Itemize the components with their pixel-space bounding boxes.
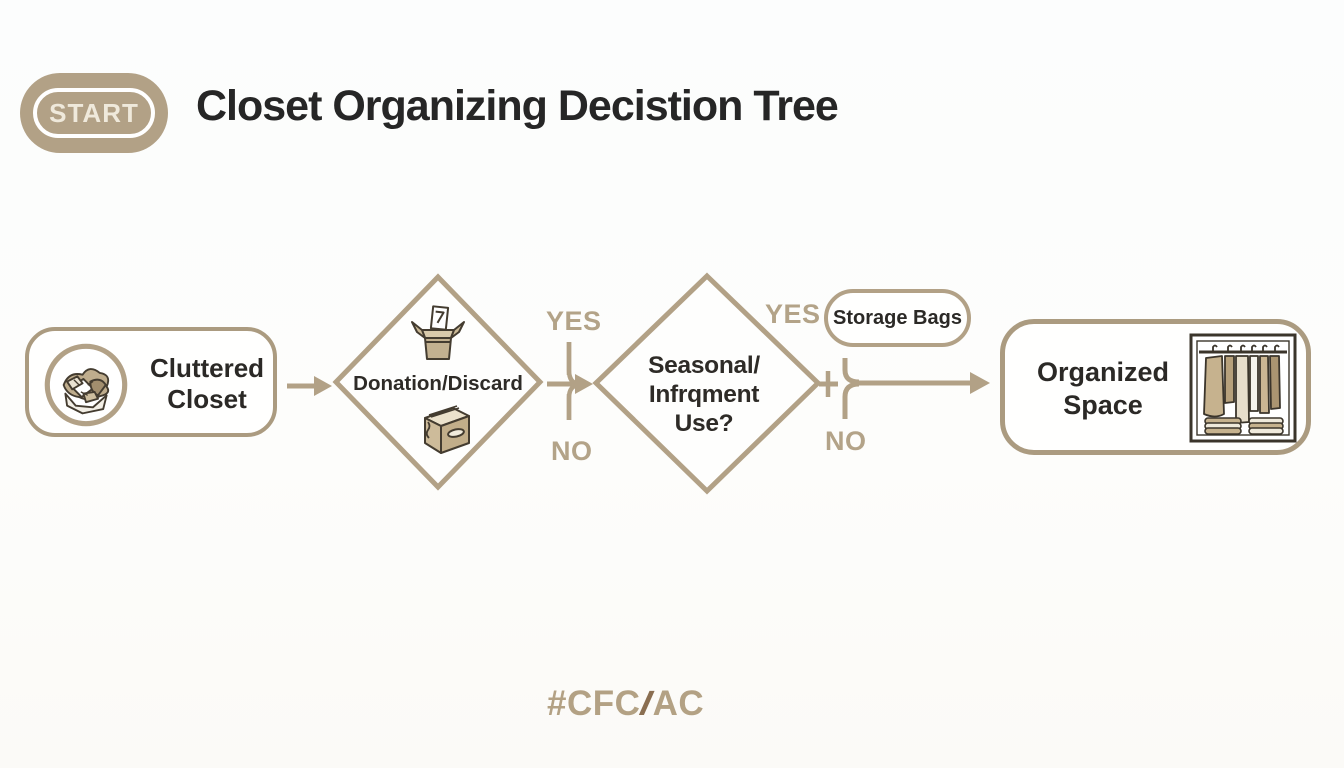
seasonal-label-line1: Seasonal/ [648, 352, 760, 379]
donation-diamond-label: Donation/Discard [353, 372, 523, 395]
cluttered-closet-label: Cluttered Closet [141, 353, 273, 415]
storage-bags-label: Storage Bags [833, 306, 962, 329]
seasonal-label-line3: Use? [674, 410, 734, 437]
hashtag-suffix: AC [652, 684, 705, 723]
start-badge-inner-ring: START [33, 88, 155, 138]
organized-space-label: Organized Space [1017, 356, 1189, 422]
hashtag-prefix: #CFC [547, 684, 641, 723]
node-cluttered-closet: Cluttered Closet [25, 327, 277, 437]
arrow-cluttered-to-donation [287, 376, 332, 396]
seasonal-diamond-shape [592, 272, 822, 495]
seasonal-diamond-label: Seasonal/ Infrqment Use? [613, 351, 795, 438]
clothes-pile-icon [44, 343, 128, 427]
edge1-no-label: NO [551, 436, 593, 466]
edge1-yes-label: YES [546, 306, 602, 336]
edge2-yes-label: YES [765, 299, 821, 329]
start-label: START [49, 97, 139, 128]
seasonal-label-line2: Infrqment [648, 381, 760, 408]
donation-box-icon [411, 305, 465, 360]
cluttered-label-line1: Cluttered [149, 353, 265, 383]
organized-label-line2: Space [1063, 390, 1143, 420]
donation-diamond-shape [332, 273, 544, 491]
node-storage-bags: Storage Bags [824, 289, 971, 347]
start-badge: START [20, 73, 168, 153]
page-title: Closet Organizing Decistion Tree [196, 82, 839, 130]
edge2-yes-no-connector [819, 358, 990, 419]
cluttered-label-line2: Closet [167, 384, 247, 414]
node-organized-space: Organized Space [1000, 319, 1311, 455]
organized-label-line1: Organized [1036, 357, 1170, 387]
closet-icon [1189, 333, 1297, 443]
storage-box-icon [424, 405, 470, 454]
edge1-yes-no-connector [547, 342, 593, 420]
edge2-no-label: NO [825, 426, 867, 456]
footer-hashtag: #CFCIAC [547, 684, 704, 724]
